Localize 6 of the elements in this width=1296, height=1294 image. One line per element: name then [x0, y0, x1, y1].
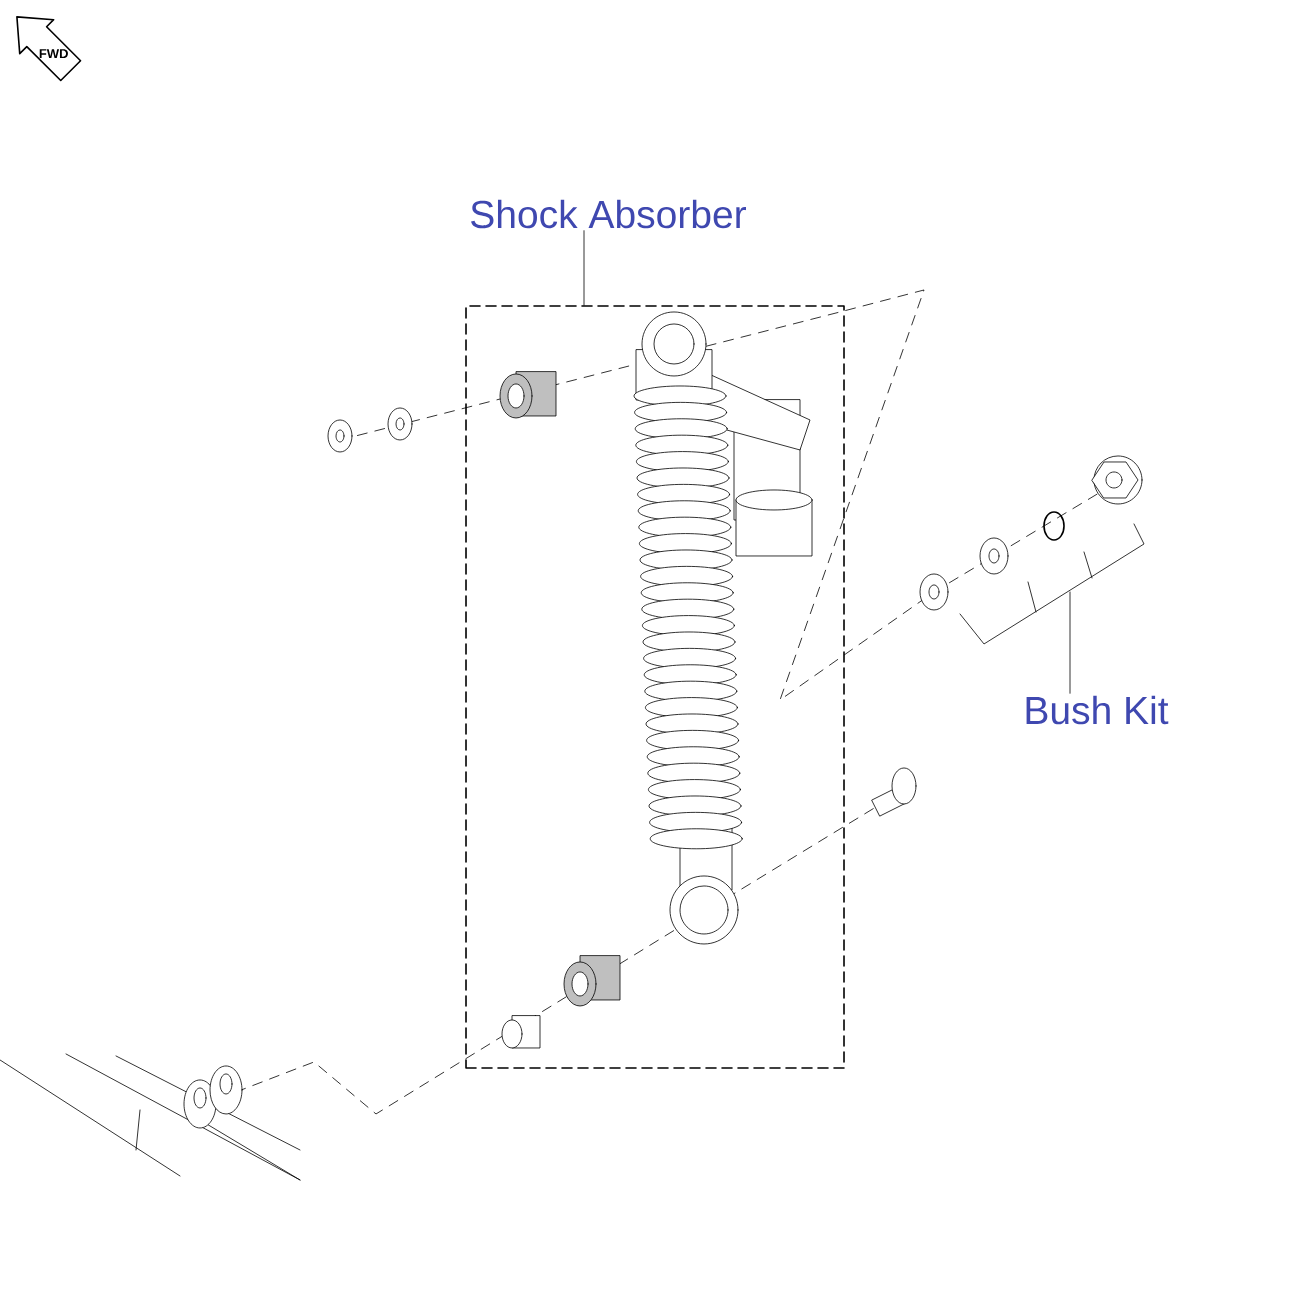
- part-label: Bush Kit: [1026, 695, 1169, 725]
- leader-line: [1069, 591, 1071, 694]
- part-label: Shock Absorber: [471, 199, 746, 229]
- dashed-group-box: [465, 305, 845, 1069]
- leader-line: [583, 230, 585, 306]
- bracket: [959, 523, 1145, 645]
